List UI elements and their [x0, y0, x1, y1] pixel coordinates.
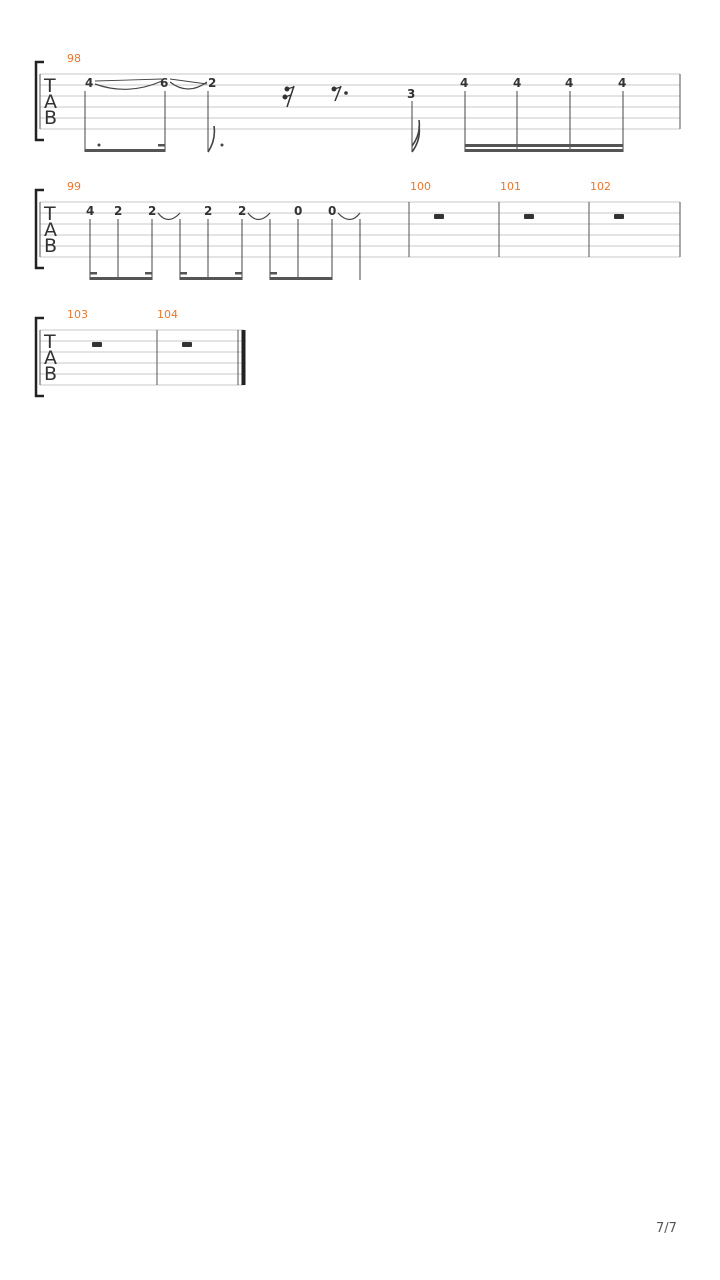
system-bracket [34, 316, 44, 398]
beam [465, 149, 623, 152]
beam [85, 149, 165, 152]
fret-number: 2 [208, 76, 216, 90]
system-bracket [34, 60, 44, 142]
system-2: T A B 99 100 101 102 4 2 2 2 2 0 0 [34, 180, 681, 280]
fret-number: 6 [160, 76, 168, 90]
rhythm-stems [89, 219, 361, 280]
tab-clef-t: T [43, 75, 56, 97]
beam-partial [270, 272, 277, 275]
beam-partial [90, 272, 97, 275]
measure-number: 99 [67, 180, 81, 193]
measure-number: 101 [500, 180, 521, 193]
tab-clef-a: A [44, 347, 57, 369]
whole-rest [182, 342, 192, 347]
fret-number: 2 [148, 204, 156, 218]
fret-number: 4 [513, 76, 521, 90]
tie-curve [337, 212, 361, 221]
beam [90, 277, 152, 280]
flag [411, 119, 421, 147]
system-bracket [34, 188, 44, 270]
measure-number: 104 [157, 308, 178, 321]
beam-partial [158, 144, 165, 147]
dot [97, 143, 101, 147]
tie-curve [247, 212, 271, 221]
slide-line [169, 78, 208, 85]
measure-number: 102 [590, 180, 611, 193]
tie-curve [169, 81, 208, 90]
tab-clef-a: A [44, 219, 57, 241]
slide-line [94, 78, 163, 82]
fret-number: 0 [294, 204, 302, 218]
whole-rest [524, 214, 534, 219]
beam [465, 144, 623, 147]
whole-rest [92, 342, 102, 347]
measure-number: 98 [67, 52, 81, 65]
fret-number: 4 [460, 76, 468, 90]
whole-rest [434, 214, 444, 219]
dotted-eighth-rest [331, 85, 348, 102]
system-3: T A B 103 104 [34, 308, 246, 398]
system-1: T A B 98 4 6 2 3 4 4 4 4 [34, 52, 681, 153]
final-barline-thick [241, 330, 246, 385]
measure-number: 100 [410, 180, 431, 193]
beam-partial [180, 272, 187, 275]
beam-partial [145, 272, 152, 275]
tab-clef-t: T [43, 331, 56, 353]
sixteenth-rest [282, 85, 295, 108]
fret-number: 4 [86, 204, 94, 218]
flag [207, 125, 216, 153]
tab-clef-b: B [44, 363, 57, 385]
staff-lines [40, 329, 244, 386]
tab-clef-b: B [44, 235, 57, 257]
fret-number: 4 [85, 76, 93, 90]
fret-number: 2 [114, 204, 122, 218]
page-number: 7/7 [656, 1221, 677, 1236]
whole-rest [614, 214, 624, 219]
tab-clef-b: B [44, 107, 57, 129]
tie-curve [157, 212, 181, 221]
fret-number: 0 [328, 204, 336, 218]
tab-clef-t: T [43, 203, 56, 225]
beam-partial [235, 272, 242, 275]
measure-number: 103 [67, 308, 88, 321]
rhythm-stems [84, 91, 624, 152]
beam [270, 277, 332, 280]
fret-number: 2 [238, 204, 246, 218]
dot [220, 143, 224, 147]
staff-lines [40, 73, 680, 130]
fret-number: 3 [407, 87, 415, 101]
tie-curve [94, 80, 163, 90]
beam [180, 277, 242, 280]
fret-number: 4 [565, 76, 573, 90]
tab-clef-a: A [44, 91, 57, 113]
fret-number: 4 [618, 76, 626, 90]
fret-number: 2 [204, 204, 212, 218]
